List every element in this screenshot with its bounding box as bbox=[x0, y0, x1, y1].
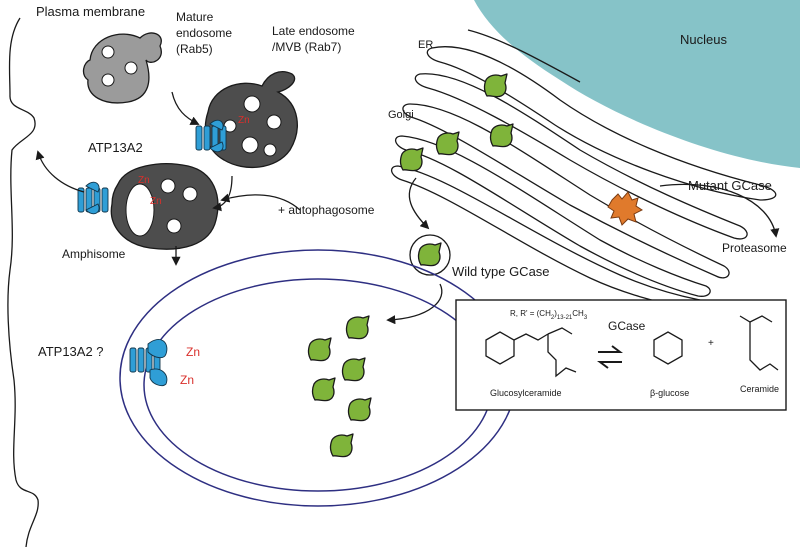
label-mature-endosome-1: Mature bbox=[176, 10, 214, 24]
label-plus: + bbox=[708, 338, 714, 349]
arrow-amphisome-to-membrane bbox=[35, 150, 85, 193]
label-nucleus: Nucleus bbox=[680, 32, 727, 47]
glucose-structure bbox=[653, 331, 683, 365]
arrow-golgi-to-vesicle bbox=[408, 177, 430, 230]
gcase-er-2 bbox=[489, 123, 514, 148]
mature-endosome bbox=[82, 32, 162, 104]
label-glucosylceramide: Glucosylceramide bbox=[490, 388, 562, 398]
late-endosome bbox=[204, 71, 298, 169]
atp13a2-amphisome-channel bbox=[77, 181, 109, 215]
label-enzyme-gcase: GCase bbox=[608, 319, 646, 333]
zn-amphisome-1: Zn bbox=[138, 175, 150, 186]
atp13a2-lysosome-channel bbox=[129, 339, 168, 387]
gcase-lysosome-3 bbox=[341, 357, 366, 382]
gcase-golgi-2 bbox=[399, 147, 424, 172]
zn-lysosome-2: Zn bbox=[180, 373, 194, 387]
reaction-box bbox=[455, 299, 787, 411]
plasma-membrane bbox=[7, 17, 39, 547]
er-network bbox=[391, 29, 777, 310]
gcase-lysosome-1 bbox=[345, 315, 370, 340]
golgi-vesicle bbox=[409, 234, 451, 276]
atp13a2-late-endosome-channel bbox=[195, 119, 227, 153]
glucosylceramide-structure bbox=[485, 327, 577, 378]
mutant-gcase bbox=[607, 191, 643, 226]
gcase-er-1 bbox=[483, 73, 508, 98]
label-amphisome: Amphisome bbox=[62, 247, 126, 261]
gcase-lysosome-6 bbox=[329, 433, 354, 458]
gcase-lysosome-2 bbox=[307, 337, 332, 362]
reaction-formula: R, R' = (CH2)13-21CH3 bbox=[510, 309, 588, 321]
arrow-vesicle-to-lysosome bbox=[386, 283, 443, 325]
gcase-lysosome-5 bbox=[347, 397, 372, 422]
label-wild-type-gcase: Wild type GCase bbox=[452, 264, 550, 279]
zn-lysosome-1: Zn bbox=[186, 345, 200, 359]
equilibrium-forward-arrow bbox=[598, 345, 623, 353]
zn-late-endosome: Zn bbox=[238, 115, 250, 126]
arrow-autophagosome bbox=[220, 193, 301, 211]
arrow-to-proteasome bbox=[659, 183, 780, 238]
label-atp13a2: ATP13A2 bbox=[88, 140, 143, 155]
zn-amphisome-2: Zn bbox=[150, 196, 162, 207]
equilibrium-reverse-arrow bbox=[597, 361, 622, 369]
label-autophagosome: + autophagosome bbox=[278, 203, 375, 217]
label-mutant-gcase: Mutant GCase bbox=[688, 178, 772, 193]
label-beta-glucose: β-glucose bbox=[650, 388, 689, 398]
gcase-golgi-1 bbox=[435, 131, 460, 156]
gcase-lysosome-4 bbox=[311, 377, 336, 402]
label-mature-endosome-2: endosome bbox=[176, 26, 232, 40]
label-late-endosome-2: /MVB (Rab7) bbox=[272, 40, 341, 54]
ceramide-structure bbox=[739, 315, 779, 371]
label-er: ER bbox=[418, 39, 433, 51]
arrow-mature-to-late bbox=[171, 91, 200, 125]
gcase-vesicle bbox=[417, 242, 442, 267]
label-plasma-membrane: Plasma membrane bbox=[36, 4, 145, 19]
label-late-endosome-1: Late endosome bbox=[272, 24, 355, 38]
label-proteasome: Proteasome bbox=[722, 241, 787, 255]
label-atp13a2-question: ATP13A2 ? bbox=[38, 344, 104, 359]
label-golgi: Golgi bbox=[388, 109, 414, 121]
nucleus bbox=[474, 0, 800, 168]
label-mature-endosome-3: (Rab5) bbox=[176, 42, 213, 56]
label-ceramide: Ceramide bbox=[740, 384, 779, 394]
